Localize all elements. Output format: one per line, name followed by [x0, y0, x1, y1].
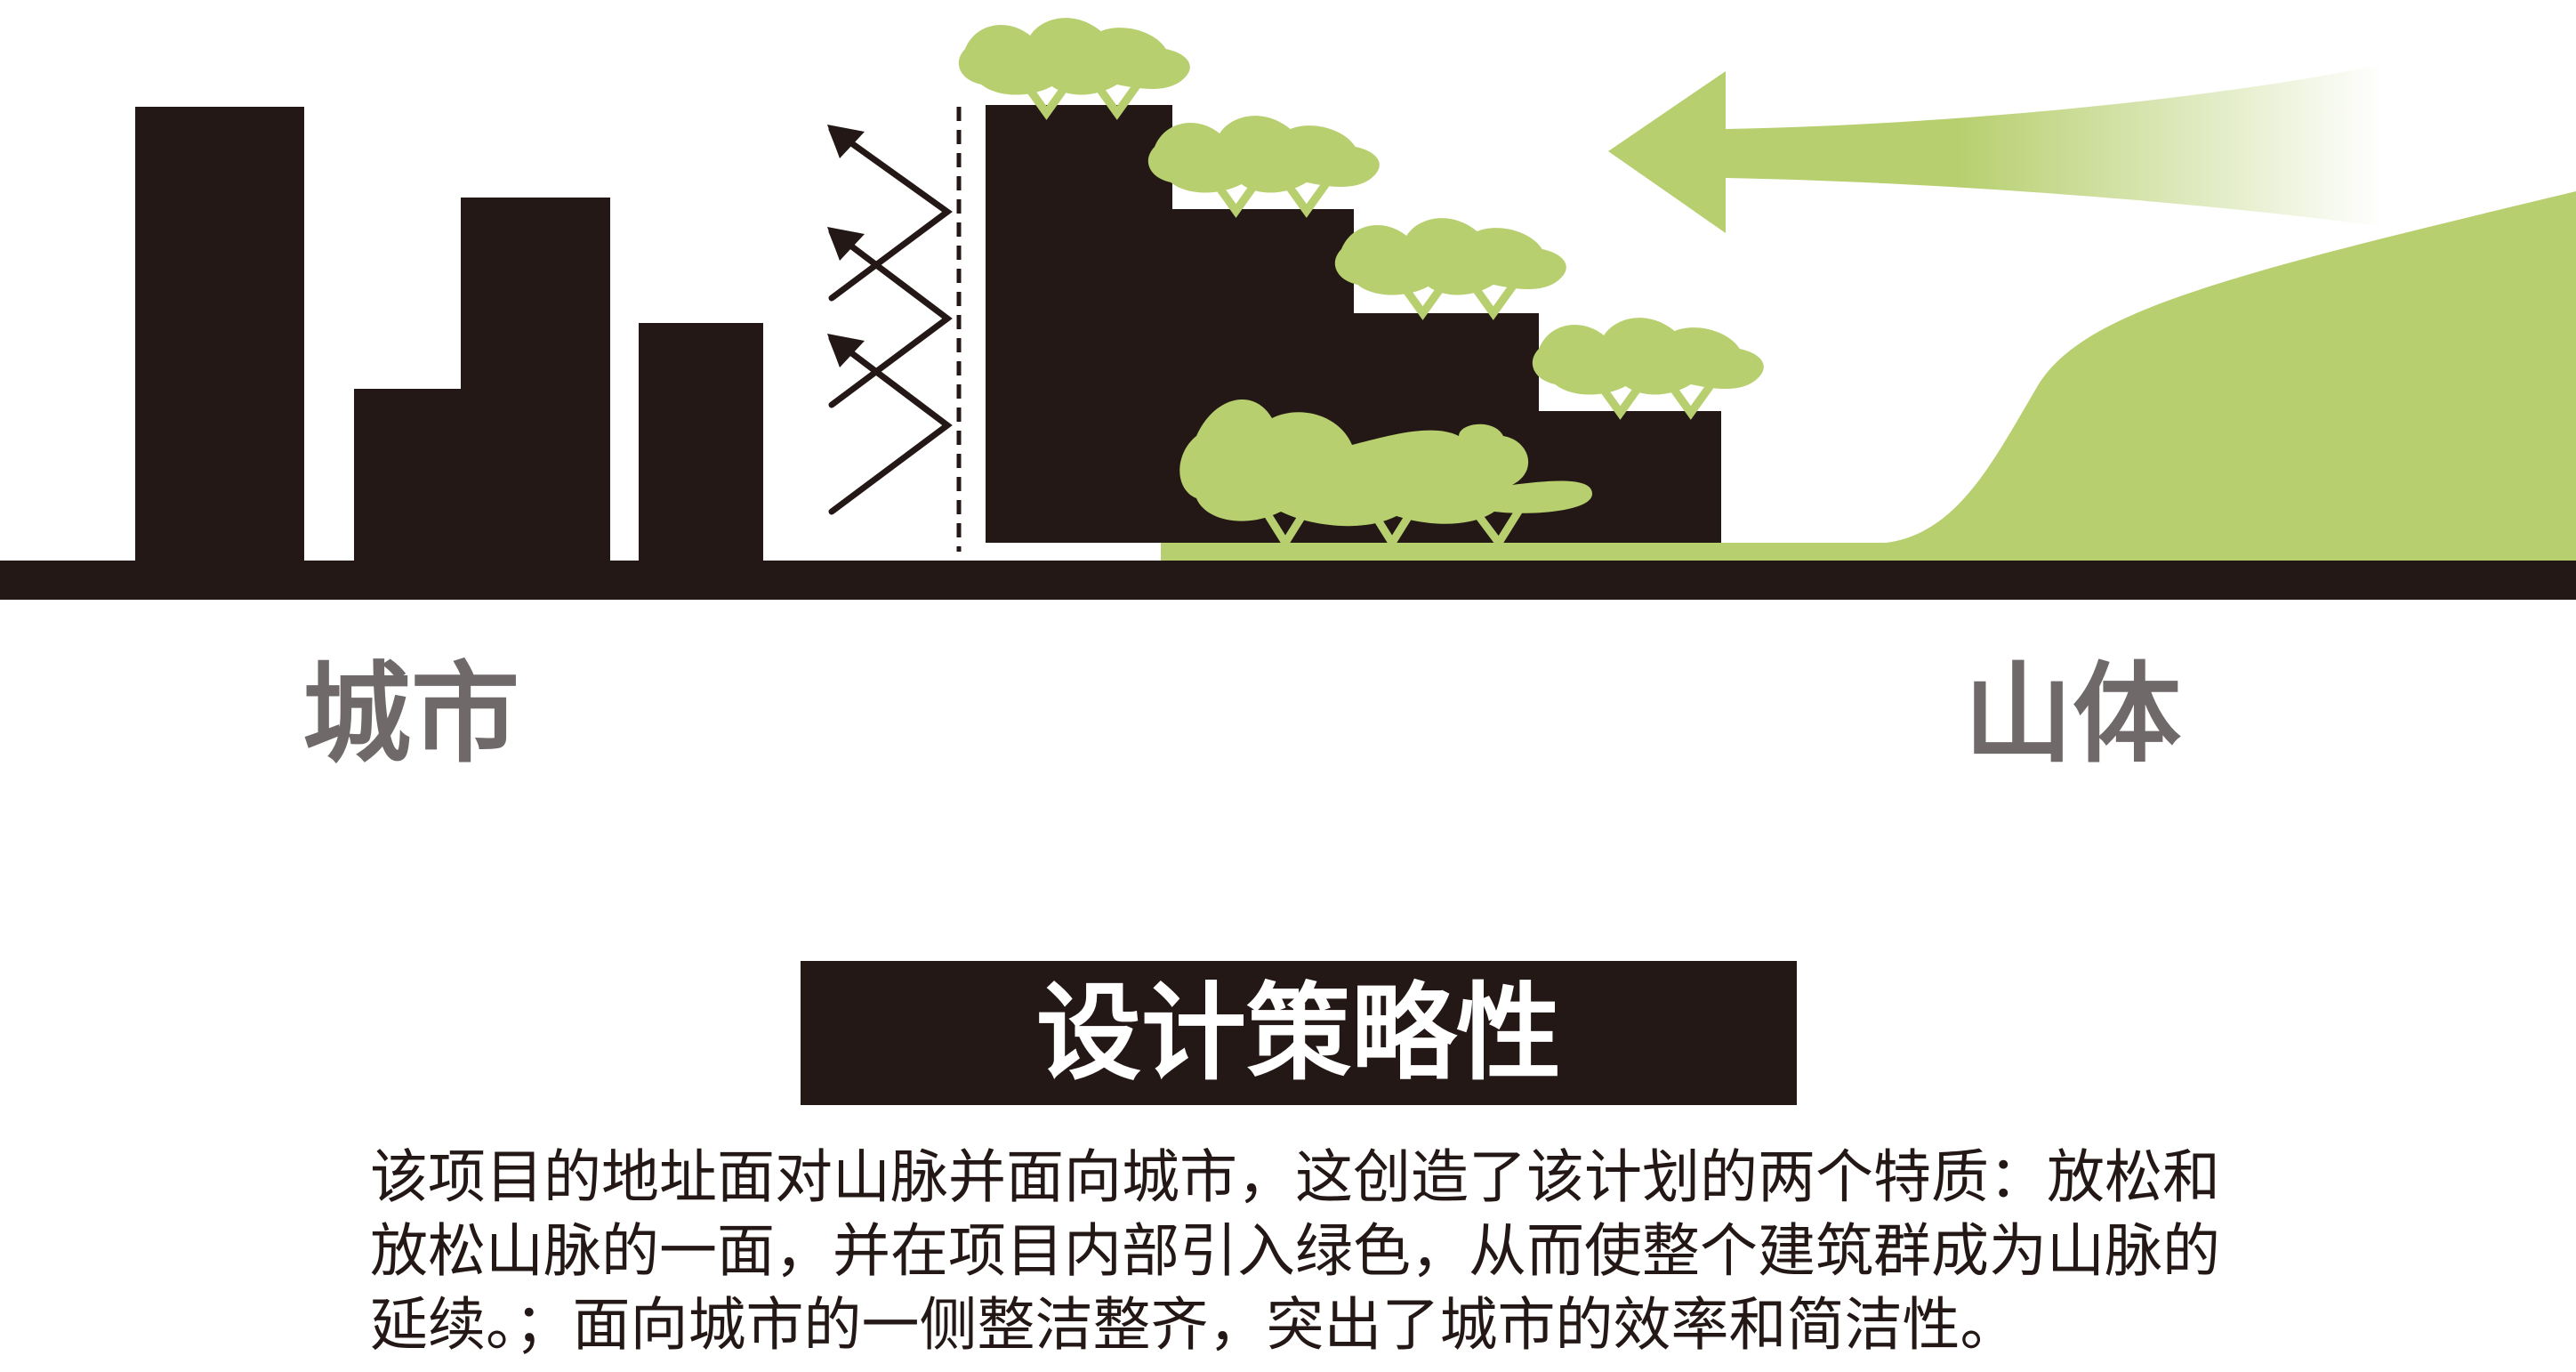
description-line: 延续。；面向城市的一侧整洁整齐，突出了城市的效率和简洁性。	[370, 1292, 2018, 1359]
mountain-label: 山体	[1964, 651, 2181, 778]
section-diagram	[0, 0, 2576, 600]
city-building-4	[639, 323, 763, 562]
terrace-building	[986, 105, 1721, 543]
description-line: 该项目的地址面对山脉并面向城市，这创造了该计划的两个特质：放松和	[370, 1144, 2221, 1211]
city-building-2	[354, 389, 461, 562]
arrow-heads	[827, 125, 865, 367]
mountain-shape	[1886, 191, 2576, 569]
tree-icon	[1335, 218, 1566, 313]
tree-icon	[1179, 399, 1592, 551]
reflection-arrows-icon	[828, 125, 953, 515]
description: 该项目的地址面对山脉并面向城市，这创造了该计划的两个特质：放松和 放松山脉的一面…	[370, 1141, 2327, 1362]
wind-arrow-icon	[1608, 64, 2384, 233]
tree-icon	[1148, 116, 1380, 211]
page-title: 设计策略性	[1035, 972, 1561, 1094]
city-building-3	[461, 198, 610, 562]
tree-icon	[959, 18, 1190, 113]
title-bar: 设计策略性	[801, 961, 1797, 1105]
tree-icon	[1533, 318, 1764, 413]
city-label: 城市	[302, 651, 519, 778]
city-building-1	[135, 107, 304, 562]
ground-line	[0, 561, 2576, 600]
description-line: 放松山脉的一面，并在项目内部引入绿色，从而使整个建筑群成为山脉的	[370, 1218, 2221, 1285]
green-ground	[1161, 543, 1961, 561]
